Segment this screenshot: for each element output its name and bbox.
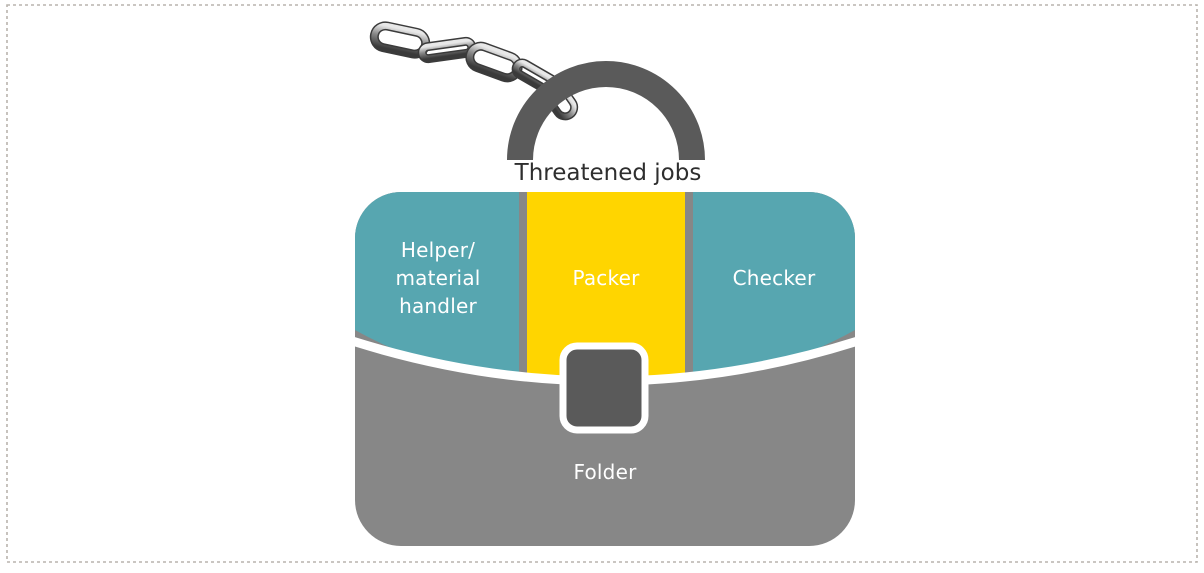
- checker-section: [693, 192, 855, 380]
- diagram-title: Threatened jobs: [514, 160, 702, 186]
- packer-label: Packer: [572, 266, 640, 290]
- checker-label: Checker: [732, 266, 816, 290]
- helper-label-line-3: handler: [399, 294, 477, 318]
- helper-section: [355, 192, 519, 380]
- clasp-icon: [559, 342, 649, 434]
- helper-label-line-1: Helper/: [400, 238, 476, 262]
- folder-label: Folder: [573, 460, 637, 484]
- helper-label-line-2: material: [395, 266, 481, 290]
- packer-section: [527, 192, 685, 383]
- briefcase-handle: [507, 61, 705, 161]
- dotted-border: [6, 4, 1198, 563]
- helper-label: Helper/ material handler: [360, 236, 516, 320]
